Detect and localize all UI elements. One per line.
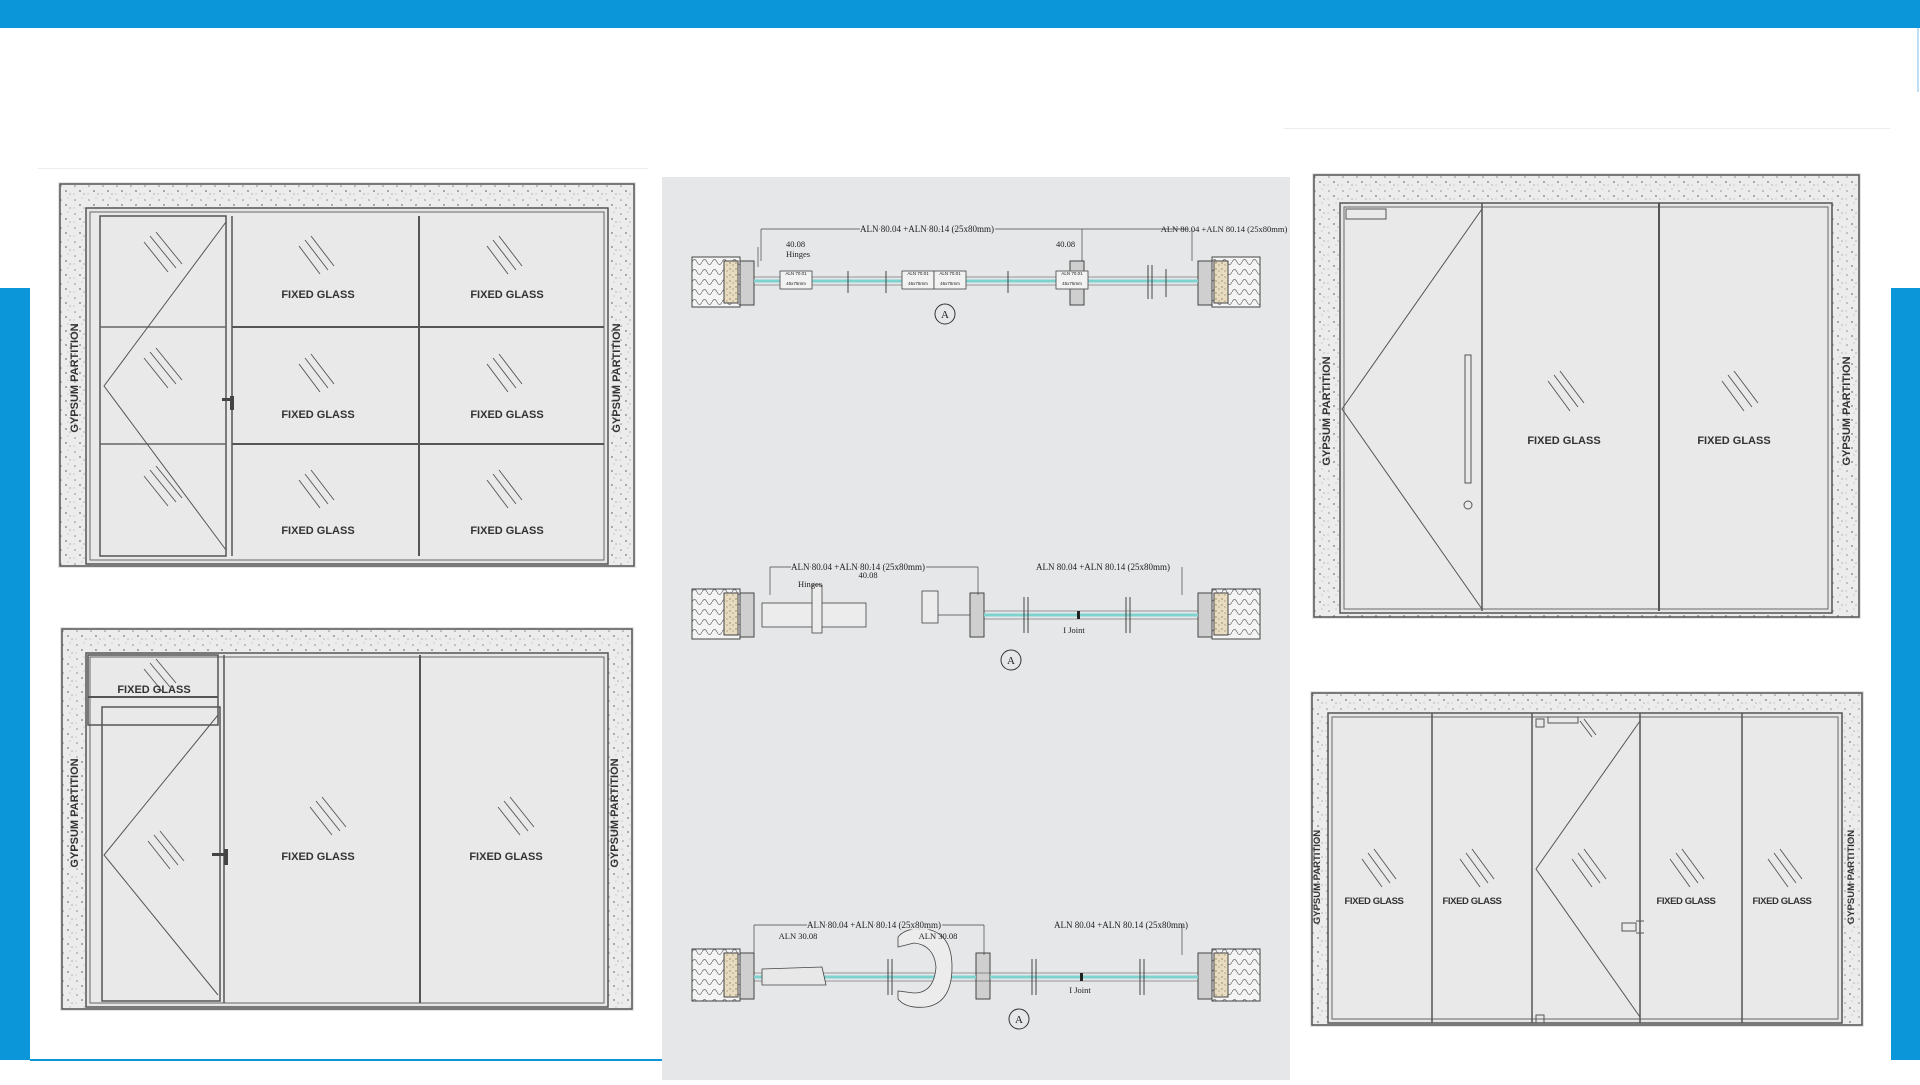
section-marker: A: [1007, 655, 1015, 667]
fixed-glass-label: FIXED GLASS: [281, 409, 354, 421]
dimension-label: ALN 30.08: [919, 931, 958, 941]
fixed-glass-label: FIXED GLASS: [117, 684, 190, 696]
bottom-accent-line: [30, 1059, 662, 1061]
joint-label: I Joint: [1069, 985, 1091, 995]
gypsum-partition-label: GYPSUM PARTITION: [69, 758, 81, 867]
profile-tag: ALN 70.01: [939, 271, 961, 276]
gypsum-partition-label: GYPSUM PARTITION: [1312, 830, 1323, 924]
profile-label: ALN 80.04 +ALN 80.14 (25x80mm): [1054, 920, 1188, 930]
fixed-glass-label: FIXED GLASS: [470, 289, 543, 301]
fixed-glass-label: FIXED GLASS: [1657, 896, 1716, 907]
section-2: A ALN 80.04 +ALN 80.14 (25x80mm) 40.08 H…: [691, 561, 1261, 671]
fixed-glass-label: FIXED GLASS: [281, 851, 354, 863]
dimension-label: 40.08: [1056, 239, 1075, 249]
fixed-glass-label: FIXED GLASS: [470, 525, 543, 537]
elevation-pivot-door: FIXED GLASS FIXED GLASS GYPSUM PARTITION…: [1312, 173, 1861, 619]
fixed-glass-label: FIXED GLASS: [470, 409, 543, 421]
fixed-glass-label: FIXED GLASS: [469, 851, 542, 863]
profile-label: ALN 80.04 +ALN 80.14 (25x80mm): [1161, 224, 1288, 234]
fixed-glass-label: FIXED GLASS: [1753, 896, 1812, 907]
left-accent-bar: [0, 288, 30, 1060]
elevation-door-transom: FIXED GLASS FIXED GLASS FIXED GLASS GYPS…: [60, 627, 634, 1011]
profile-tag: ALN 70.01: [907, 271, 929, 276]
plan-sections-drawing: A ALN 80.04 +ALN 80.14 (25x80mm) ALN 80.…: [691, 223, 1288, 1030]
edge-mark: [1917, 28, 1919, 92]
elevation-drawing: FIXED GLASS FIXED GLASS FIXED GLASS FIXE…: [1310, 691, 1864, 1027]
fixed-glass-label: FIXED GLASS: [281, 525, 354, 537]
hinges-label: Hinges: [786, 249, 810, 259]
gypsum-partition-label: GYPSUM PARTITION: [611, 323, 623, 432]
profile-label: ALN 80.04 +ALN 80.14 (25x80mm): [791, 562, 925, 572]
profile-tag: ALN 70.01: [785, 271, 807, 276]
gypsum-partition-label: GYPSUM PARTITION: [1841, 356, 1853, 465]
joint-label: I Joint: [1063, 625, 1085, 635]
elevation-drawing: FIXED GLASS FIXED GLASS GYPSUM PARTITION…: [1312, 173, 1861, 619]
fixed-glass-label: FIXED GLASS: [1443, 896, 1502, 907]
profile-label: ALN 80.04 +ALN 80.14 (25x80mm): [860, 224, 994, 234]
gypsum-partition-label: GYPSUM PARTITION: [1846, 830, 1857, 924]
profile-tag: 45x75mm: [940, 281, 960, 286]
dimension-label: 40.08: [786, 239, 805, 249]
fixed-glass-label: FIXED GLASS: [281, 289, 354, 301]
elevation-center-door: FIXED GLASS FIXED GLASS FIXED GLASS FIXE…: [1310, 691, 1864, 1027]
right-accent-bar: [1891, 288, 1920, 1060]
plan-sections-panel: A ALN 80.04 +ALN 80.14 (25x80mm) ALN 80.…: [662, 177, 1290, 1080]
divider-line: [38, 168, 648, 169]
profile-tag: 45x75mm: [1062, 281, 1082, 286]
profile-tag: 45x75mm: [908, 281, 928, 286]
dimension-label: 40.08: [858, 570, 877, 580]
section-marker: A: [1015, 1014, 1023, 1026]
elevation-drawing: FIXED GLASS FIXED GLASS FIXED GLASS FIXE…: [58, 182, 636, 568]
profile-tag: 45x75mm: [786, 281, 806, 286]
gypsum-partition-label: GYPSUM PARTITION: [609, 758, 621, 867]
dimension-label: ALN 30.08: [779, 931, 818, 941]
profile-label: ALN 80.04 +ALN 80.14 (25x80mm): [807, 920, 941, 930]
profile-label: ALN 80.04 +ALN 80.14 (25x80mm): [1036, 562, 1170, 572]
fixed-glass-label: FIXED GLASS: [1697, 435, 1770, 447]
top-accent-bar: [0, 0, 1920, 28]
section-marker: A: [941, 309, 949, 321]
gypsum-partition-label: GYPSUM PARTITION: [69, 323, 81, 432]
fixed-glass-label: FIXED GLASS: [1527, 435, 1600, 447]
fixed-glass-label: FIXED GLASS: [1345, 896, 1404, 907]
gypsum-partition-label: GYPSUM PARTITION: [1321, 356, 1333, 465]
section-1: A ALN 80.04 +ALN 80.14 (25x80mm) ALN 80.…: [691, 223, 1288, 325]
section-3: A ALN 80.04 +ALN 80.14 (25x80mm) ALN 30.…: [691, 919, 1261, 1030]
elevation-drawing: FIXED GLASS FIXED GLASS FIXED GLASS GYPS…: [60, 627, 634, 1011]
elevation-door-six-panels: FIXED GLASS FIXED GLASS FIXED GLASS FIXE…: [58, 182, 636, 568]
hinges-label: Hinges: [798, 579, 822, 589]
divider-line: [1284, 128, 1890, 129]
profile-tag: ALN 70.01: [1061, 271, 1083, 276]
